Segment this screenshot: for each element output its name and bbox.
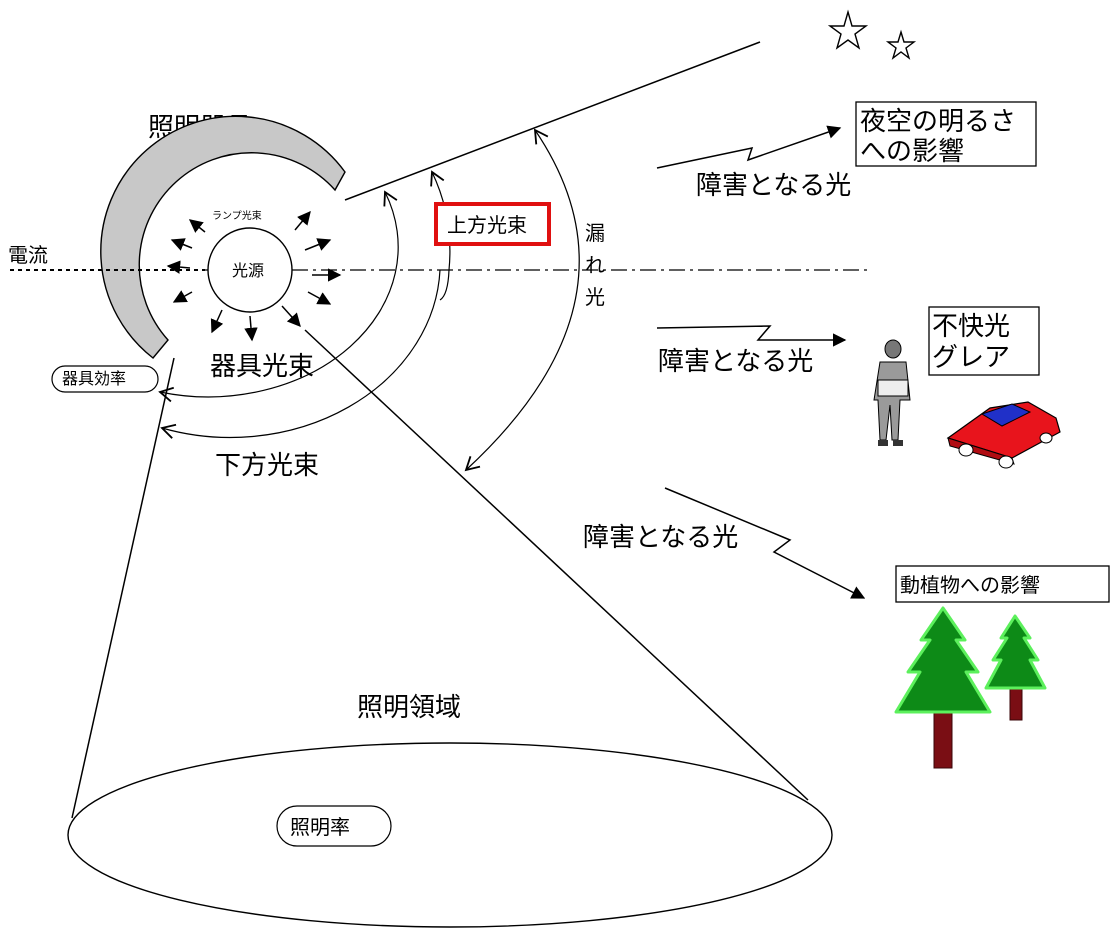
car-icon (946, 401, 1061, 469)
leak-light-char-3: 光 (585, 285, 605, 309)
discomfort-line-2: グレア (932, 343, 1010, 373)
lamp-flux-label: ランプ光束 (212, 209, 262, 222)
fixture-flux-label: 器具光束 (210, 352, 314, 382)
lighting-area-ellipse (67, 742, 833, 928)
night-sky-effect-line-2: への影響 (860, 137, 964, 167)
night-sky-effect-line-1: 夜空の明るさ (860, 107, 1016, 137)
fixture-flux-arc (158, 190, 399, 403)
discomfort-glare-box (928, 306, 1040, 376)
star-icon (827, 9, 869, 50)
light-source-label: 光源 (232, 261, 264, 280)
upper-cutoff-line (344, 41, 761, 201)
upward-flux-arc-lower (439, 269, 450, 301)
star-icon (885, 29, 917, 60)
upward-flux-highlight-box (434, 202, 551, 246)
wildlife-effect-label: 動植物への影響 (900, 573, 1040, 597)
leak-light-char-2: れ (585, 253, 605, 277)
downward-flux-label: 下方光束 (215, 451, 319, 481)
leak-light-char-1: 漏 (585, 221, 605, 245)
tree-icon (984, 614, 1047, 721)
obstructive-light-label-2: 障害となる光 (658, 347, 813, 377)
night-sky-effect-box (855, 101, 1037, 167)
wildlife-effect-box (895, 565, 1110, 603)
obstructive-light-label-3: 障害となる光 (583, 523, 738, 553)
illumination-rate-label: 照明率 (290, 815, 350, 839)
fixture-efficiency-label: 器具効率 (62, 369, 126, 388)
person-icon (873, 339, 911, 446)
cone-left-edge (71, 357, 175, 819)
cone-right-edge (304, 329, 809, 801)
obstructive-light-arrow-3 (664, 487, 866, 599)
fixture-efficiency-pill (51, 365, 159, 393)
fixture-shade (100, 115, 346, 359)
illumination-rate-pill (276, 805, 392, 847)
current-label: 電流 (8, 243, 48, 267)
downward-flux-arc (160, 269, 441, 439)
discomfort-line-1: 不快光 (932, 312, 1010, 342)
obstructive-light-arrow-1 (656, 125, 842, 169)
upward-flux-label: 上方光束 (447, 213, 527, 237)
obstructive-light-arrow-2 (656, 325, 847, 347)
leak-light-arc (464, 128, 580, 472)
obstructive-light-label-1: 障害となる光 (696, 171, 851, 201)
tree-icon (894, 606, 992, 769)
lighting-area-label: 照明領域 (357, 693, 461, 723)
